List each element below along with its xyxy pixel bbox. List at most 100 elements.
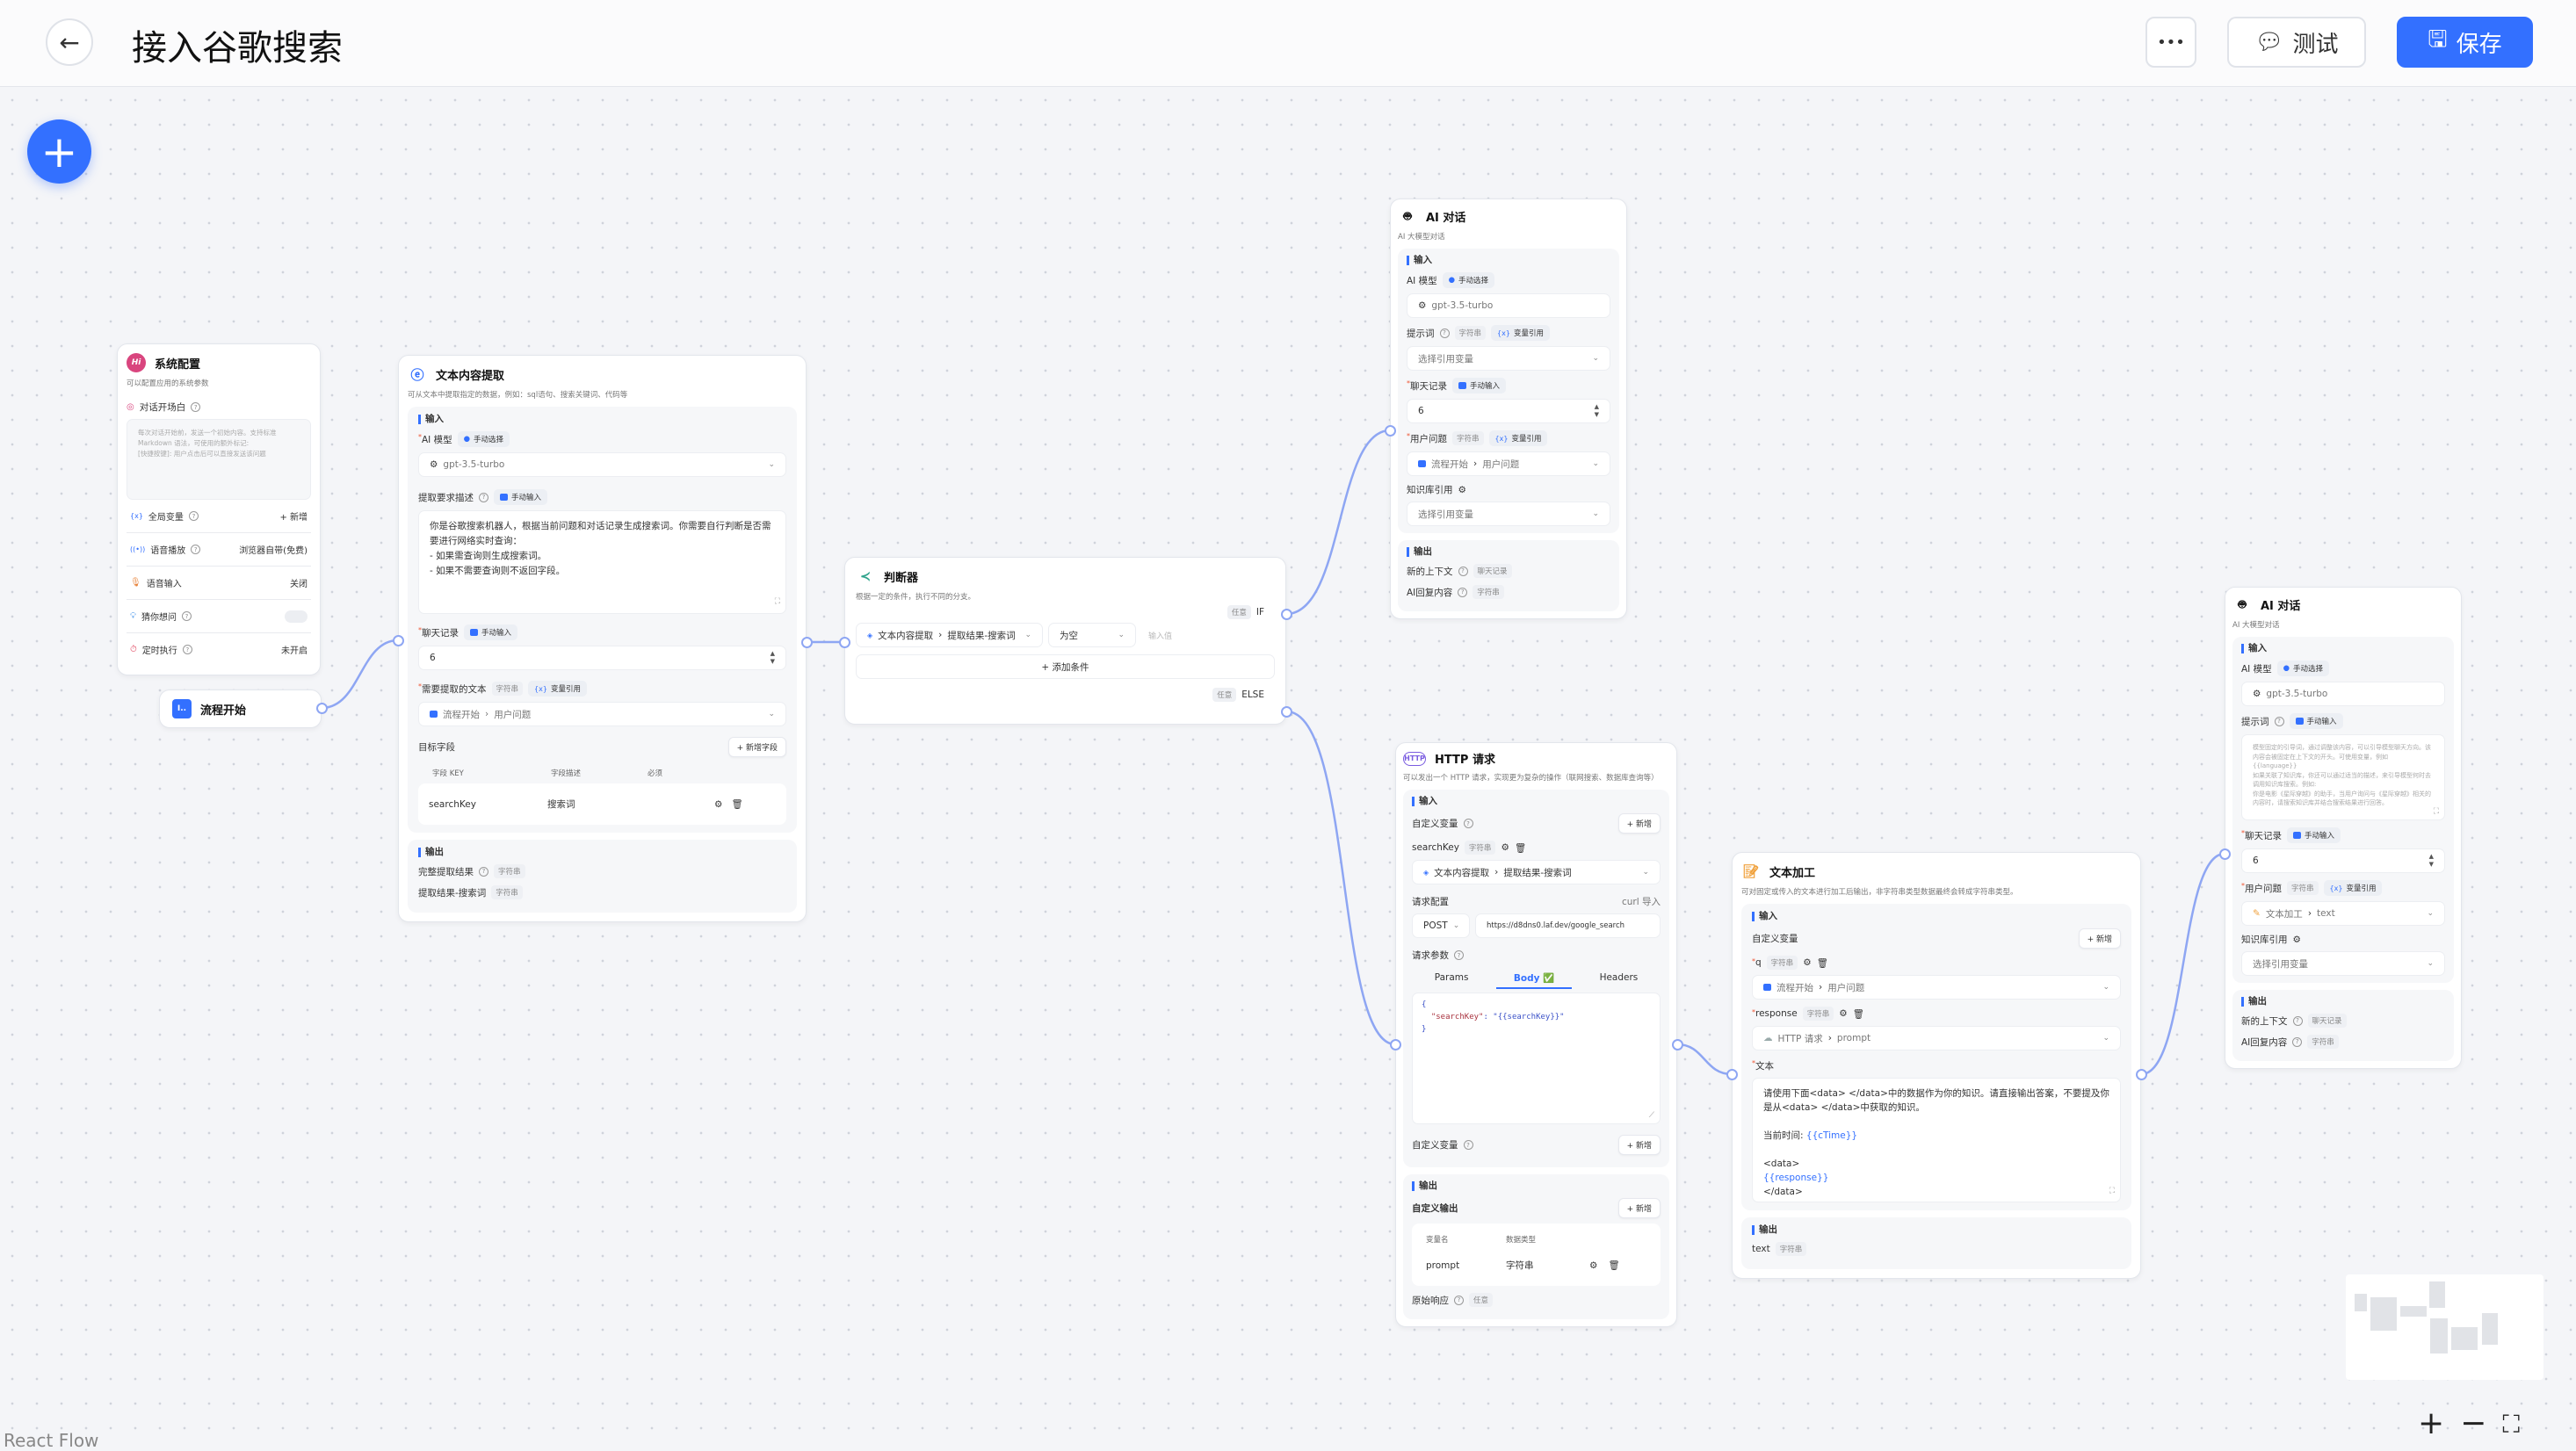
condition-operator-select[interactable]: 为空⌄ [1048,623,1136,647]
sys-row-schedule[interactable]: ⏱︎定时执行?未开启 [127,633,311,666]
gear-icon[interactable]: ⚙ [1803,957,1812,968]
curl-import-button[interactable]: curl 导入 [1622,897,1661,907]
variable-ref-tag[interactable]: {x}变量引用 [1488,430,1548,446]
manual-select-tag[interactable]: ●手动选择 [457,431,510,447]
ai-chat-node-2[interactable]: 🤖︎AI 对话 AI 大模型对话 输入 AI 模型●手动选择 ⚙︎gpt-3.5… [2225,587,2462,1069]
text-ref-select[interactable]: 流程开始›用户问题⌄ [418,702,786,726]
knowledge-select[interactable]: 选择引用变量⌄ [2241,951,2445,976]
handle-ifelse-in[interactable] [838,636,850,648]
method-select[interactable]: POST⌄ [1412,913,1470,938]
handle-else-out[interactable] [1280,705,1292,718]
text-edit-node[interactable]: 📝︎文本加工 可对固定或传入的文本进行加工后输出，非字符串类型数据最终会转成字符… [1732,852,2141,1279]
prompt-select[interactable]: 选择引用变量⌄ [1407,346,1610,371]
more-button[interactable]: ••• [2145,17,2196,68]
stepper-icon[interactable]: ▲▼ [1594,403,1599,418]
trash-icon[interactable]: 🗑︎ [1608,1260,1620,1271]
save-button[interactable]: 🖫保存 [2397,17,2533,68]
minimap[interactable] [2346,1274,2543,1380]
model-select[interactable]: ⚙︎gpt-3.5-turbo⌄ [418,452,786,477]
trash-icon[interactable]: 🗑︎ [1816,957,1828,969]
history-number-input[interactable]: 6▲▼ [1407,399,1610,423]
add-node-button[interactable]: + [27,119,91,184]
add-variable-button[interactable]: + 新增 [1617,813,1661,834]
sys-row-tts[interactable]: ((•))语音播放?浏览器自带(免费) [127,533,311,567]
history-number-input[interactable]: 6▲▼ [418,646,786,670]
variable-ref-tag[interactable]: {x}变量引用 [1491,325,1550,341]
flow-start-node[interactable]: I..流程开始 [159,689,322,728]
manual-select-tag[interactable]: ●手动选择 [2276,661,2330,676]
handle-extract-out[interactable] [800,636,813,648]
manual-input-tag[interactable]: 手动输入 [2287,827,2341,843]
gear-icon[interactable]: ⚙ [1501,842,1509,853]
gear-icon[interactable]: ⚙ [1458,484,1466,495]
manual-input-tag[interactable]: 手动输入 [1452,378,1507,393]
handle-if-out[interactable] [1280,608,1292,620]
handle-http-in[interactable] [1389,1038,1401,1050]
handle-ai1-in[interactable] [1384,424,1396,437]
variable-ref-select[interactable]: 流程开始›用户问题⌄ [1752,975,2121,1000]
react-flow-attribution[interactable]: React Flow [4,1430,99,1451]
zoom-out-icon[interactable]: − [2460,1405,2487,1441]
variable-ref-tag[interactable]: {x}变量引用 [528,681,587,697]
handle-textedit-out[interactable] [2135,1068,2147,1080]
add-variable-button[interactable]: + 新增 [1617,1135,1661,1155]
handle-start-out[interactable] [315,702,328,714]
model-select[interactable]: ⚙︎gpt-3.5-turbo [2241,682,2445,706]
text-template-editor[interactable]: 请使用下面<data> </data>中的数据作为你的知识。请直接输出答案，不要… [1752,1078,2121,1202]
handle-http-out[interactable] [1671,1038,1683,1050]
suggest-toggle[interactable] [285,610,308,623]
manual-input-tag[interactable]: 手动输入 [2289,713,2343,729]
gear-icon[interactable]: ⚙ [714,798,723,810]
sys-row-voice-input[interactable]: 🎙︎语音输入关闭 [127,567,311,600]
flow-canvas[interactable] [0,88,2576,1451]
add-output-button[interactable]: + 新增 [1617,1198,1661,1218]
variable-ref-select[interactable]: ☁︎HTTP 请求›prompt⌄ [1752,1026,2121,1050]
gear-icon[interactable]: ⚙ [2292,934,2301,945]
fit-view-icon[interactable]: ⛶ [2502,1410,2520,1439]
gear-icon[interactable]: ⚙ [1839,1008,1848,1019]
trash-icon[interactable]: 🗑︎ [731,799,743,810]
stepper-icon[interactable]: ▲▼ [770,650,775,665]
knowledge-select[interactable]: 选择引用变量⌄ [1407,502,1610,526]
trash-icon[interactable]: 🗑︎ [1514,842,1527,854]
resize-icon[interactable]: ⟋ [1648,1111,1654,1120]
extract-prompt-textarea[interactable]: 你是谷歌搜索机器人，根据当前问题和对话记录生成搜索词。你需要自行判断是否需要进行… [418,510,786,614]
gear-icon[interactable]: ⚙ [1589,1260,1598,1271]
expand-icon[interactable]: ⛶ [774,597,780,606]
handle-ai2-in[interactable] [2218,848,2231,860]
tab-params[interactable]: Params [1434,972,1469,983]
condition-value-input[interactable]: 输入值 [1148,632,1173,641]
manual-input-tag[interactable]: 手动输入 [494,489,548,505]
manual-input-tag[interactable]: 手动输入 [464,624,518,640]
add-global-var-button[interactable]: + 新增 [279,513,308,523]
expand-icon[interactable]: ⛶ [2109,1187,2115,1195]
variable-ref-tag[interactable]: {x}变量引用 [2323,880,2383,896]
sys-row-global-vars[interactable]: {x}全局变量?+ 新增 [127,500,311,533]
tab-headers[interactable]: Headers [1599,972,1639,983]
handle-textedit-in[interactable] [1726,1068,1738,1080]
condition-variable-select[interactable]: ◈文本内容提取›提取结果-搜索词⌄ [856,623,1043,647]
expand-icon[interactable]: ⛶ [2433,806,2439,816]
back-button[interactable]: ← [46,18,93,66]
body-editor[interactable]: { "searchKey": "{{searchKey}}"}⟋ [1412,993,1661,1124]
trash-icon[interactable]: 🗑︎ [1852,1008,1864,1020]
welcome-textarea[interactable]: 每次对话开始前，发送一个初始内容。支持标准 Markdown 语法，可使用的额外… [127,419,311,500]
model-select[interactable]: ⚙︎gpt-3.5-turbo [1407,293,1610,318]
manual-select-tag[interactable]: ●手动选择 [1442,272,1495,288]
url-input[interactable]: https://d8dns0.laf.dev/google_search [1475,913,1661,938]
add-variable-button[interactable]: + 新增 [2078,928,2121,949]
add-field-button[interactable]: + 新增字段 [727,737,786,757]
test-button[interactable]: 💬︎测试 [2227,17,2366,68]
history-number-input[interactable]: 6▲▼ [2241,848,2445,873]
zoom-in-icon[interactable]: + [2418,1405,2445,1441]
variable-ref-select[interactable]: ◈文本内容提取›提取结果-搜索词⌄ [1412,860,1661,884]
add-condition-button[interactable]: + 添加条件 [856,654,1275,679]
stepper-icon[interactable]: ▲▼ [2428,853,2434,868]
question-ref-select[interactable]: 流程开始›用户问题⌄ [1407,451,1610,476]
prompt-textarea[interactable]: 模型固定的引导词，通过调整该内容，可以引导模型聊天方向。该内容会被固定在上下文的… [2241,734,2445,820]
question-ref-select[interactable]: ✎文本加工›text⌄ [2241,901,2445,926]
handle-extract-in[interactable] [392,634,404,646]
